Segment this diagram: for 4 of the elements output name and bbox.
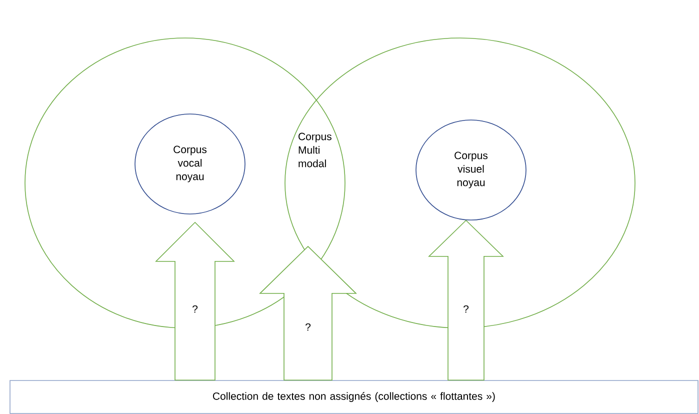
circle-node: Corpus vocal noyau (134, 114, 246, 214)
node-label: Corpus Multi modal (298, 132, 332, 168)
collection-bar: Collection de textes non assignés (collections « flottantes ») (10, 380, 698, 414)
circle-node: Corpus visuel noyau (416, 120, 526, 220)
